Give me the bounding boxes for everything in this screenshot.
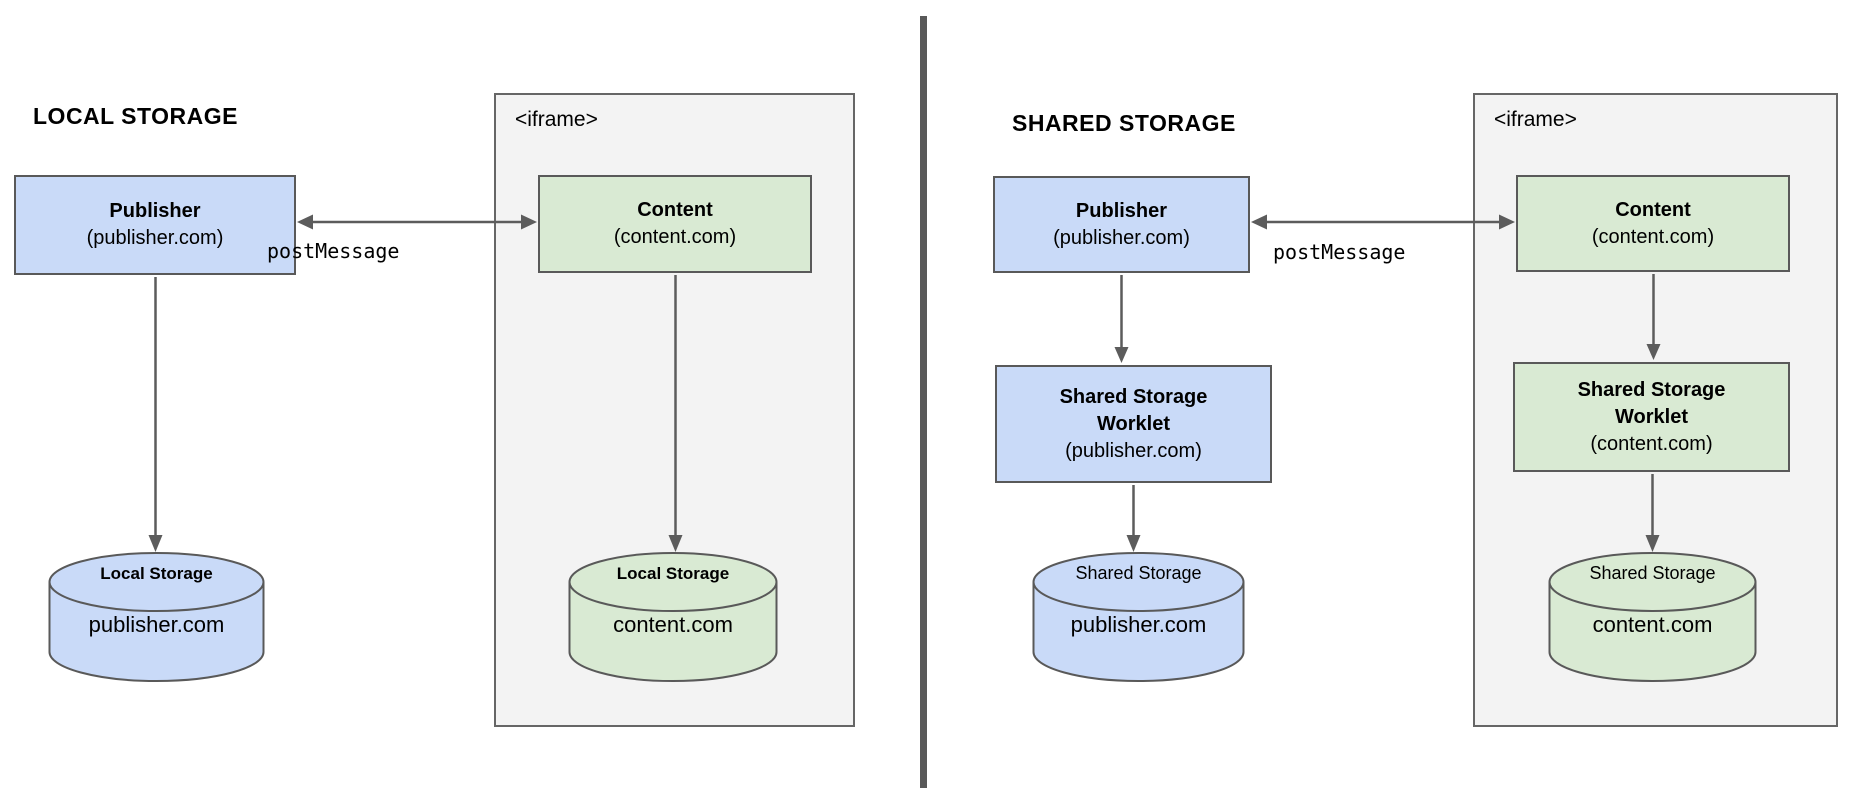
divider-line: [920, 16, 927, 788]
left-content-box: Content (content.com): [538, 175, 812, 273]
right-publisher-domain: (publisher.com): [1053, 226, 1190, 249]
right-content-worklet-line2: Worklet: [1615, 405, 1688, 428]
local-storage-title: LOCAL STORAGE: [33, 103, 238, 129]
left-content-storage-label: Local Storage: [616, 564, 730, 583]
right-iframe-label: <iframe>: [1494, 108, 1577, 131]
right-content-name: Content: [1615, 198, 1691, 221]
right-content-worklet-domain: (content.com): [1590, 432, 1713, 455]
left-publisher-name: Publisher: [109, 200, 201, 222]
right-content-worklet-line1: Shared Storage: [1577, 378, 1726, 401]
right-publisher-box: Publisher (publisher.com): [993, 176, 1250, 273]
left-content-domain: (content.com): [613, 226, 737, 248]
right-publisher-name: Publisher: [1075, 199, 1168, 222]
right-publisher-worklet-box: Shared Storage Worklet (publisher.com): [995, 365, 1272, 483]
right-content-storage-label: Shared Storage: [1589, 563, 1716, 583]
left-postmessage-label: postMessage: [267, 239, 400, 263]
left-publisher-domain: (publisher.com): [86, 227, 224, 249]
right-publisher-to-worklet-arrow: [1114, 275, 1129, 363]
left-publisher-box: Publisher (publisher.com): [14, 175, 296, 275]
left-publisher-storage-label: Local Storage: [100, 564, 213, 583]
right-postmessage-label: postMessage: [1273, 240, 1406, 264]
right-publisher-storage-label: Shared Storage: [1075, 563, 1202, 583]
left-publisher-to-storage-arrow: [148, 277, 163, 552]
right-content-storage-domain: content.com: [1592, 612, 1713, 637]
left-publisher-storage-domain: publisher.com: [88, 612, 225, 637]
right-publisher-worklet-domain: (publisher.com): [1065, 439, 1202, 462]
left-content-name: Content: [637, 199, 713, 221]
left-iframe-label: <iframe>: [515, 108, 598, 131]
right-content-box: Content (content.com): [1516, 175, 1790, 272]
right-publisher-worklet-to-storage-arrow: [1126, 485, 1141, 552]
right-content-domain: (content.com): [1591, 225, 1715, 248]
right-publisher-storage-domain: publisher.com: [1070, 612, 1207, 637]
left-content-storage-domain: content.com: [613, 612, 733, 637]
right-publisher-worklet-line1: Shared Storage: [1059, 385, 1208, 408]
shared-storage-title: SHARED STORAGE: [1012, 110, 1236, 136]
right-content-worklet-box: Shared Storage Worklet (content.com): [1513, 362, 1790, 472]
right-publisher-worklet-line2: Worklet: [1097, 412, 1170, 435]
